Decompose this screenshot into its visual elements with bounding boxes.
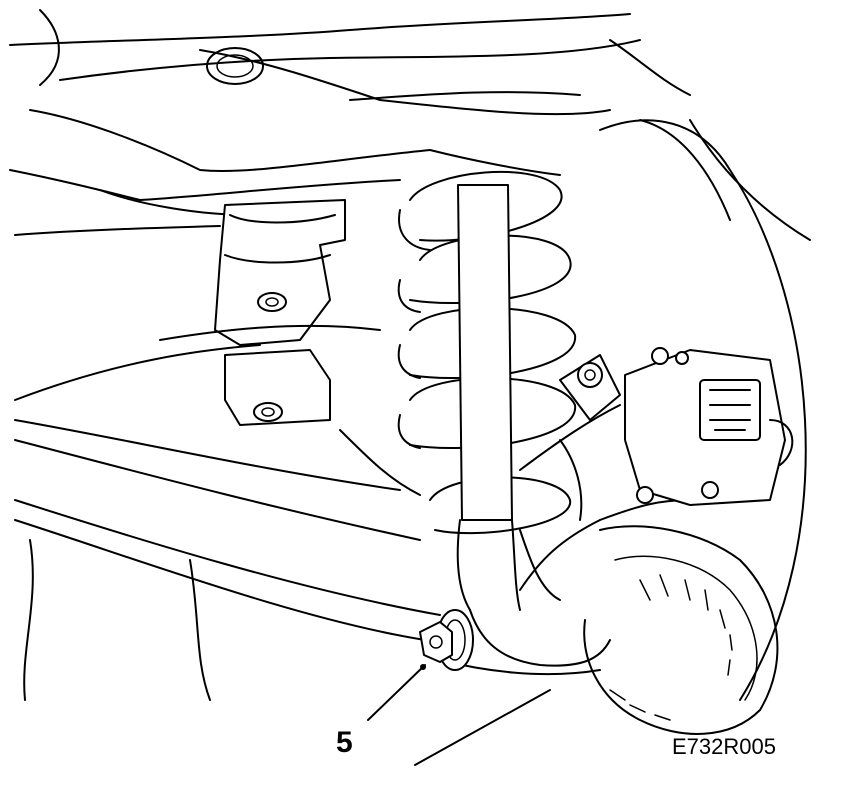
figure-code: E732R005 <box>672 734 776 759</box>
brake-disc-icon <box>583 525 779 735</box>
frame-opening <box>206 47 264 85</box>
wheel-knuckle <box>439 354 691 676</box>
trailing-arm <box>14 324 441 701</box>
wheel-arch <box>599 119 807 701</box>
body-frame <box>9 9 811 241</box>
shock-absorber-icon <box>456 184 521 611</box>
bolt-icon <box>419 609 474 671</box>
brake-caliper-icon <box>624 347 794 506</box>
callout-number: 5 <box>336 726 353 759</box>
subframe-mount <box>214 199 346 426</box>
callout-leader <box>367 664 551 766</box>
